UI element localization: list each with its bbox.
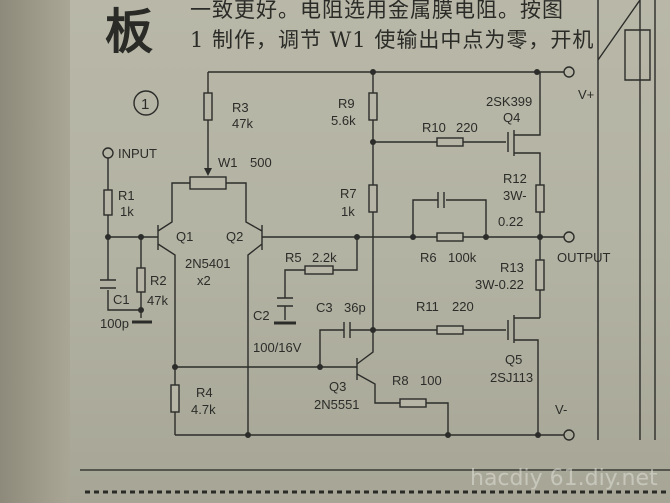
value-r6: 100k [448,250,477,265]
resistor-r5 [304,265,334,275]
resistor-r1 [103,189,113,216]
label-r12: R12 [503,171,527,186]
value-r3: 47k [232,116,253,131]
resistor-r3 [203,92,213,121]
resistor-r11 [436,325,464,335]
part-q4: 2SK399 [486,94,532,109]
value-r8: 100 [420,373,442,388]
vplus-terminal[interactable] [563,66,575,78]
label-q3: Q3 [329,379,346,394]
label-output: OUTPUT [557,250,611,265]
label-r3: R3 [232,100,249,115]
heading-char: 板 [105,4,154,60]
label-c2: C2 [253,308,270,323]
label-r11: R11 [416,299,439,314]
label-r6: R6 [420,250,437,265]
label-q1: Q1 [176,229,193,244]
value-r11: 220 [452,299,474,314]
label-r7: R7 [340,186,357,201]
resistor-bodies [100,92,545,413]
watermark: hacdiy 61.diy.net [470,466,658,491]
junction-dots [105,69,543,438]
vminus-terminal[interactable] [563,429,575,441]
value-r1: 1k [120,204,134,219]
part-q5: 2SJ113 [490,370,533,385]
value-r2: 47k [147,293,168,308]
resistor-r7 [368,184,378,213]
label-r13: R13 [500,260,524,275]
label-r1: R1 [118,188,135,203]
input-terminal[interactable] [102,147,114,159]
value-r10: 220 [456,120,478,135]
potentiometer-w1 [189,176,227,190]
body-text-line-1: 一致更好。电阻选用金属膜电阻。按图 [190,0,564,22]
label-q5: Q5 [505,352,522,367]
output-terminal[interactable] [563,231,575,243]
qty-q1-q2: x2 [197,273,211,288]
resistor-r12 [535,184,545,213]
resistor-r10 [436,137,464,147]
value-c1: 100p [100,316,129,331]
value-r4: 4.7k [191,402,216,417]
label-r5: R5 [285,250,302,265]
capacitor-c1 [100,279,116,289]
label-r2: R2 [150,273,167,288]
body-text-line-2: 1 制作，调节 W1 使输出中点为零，开机 [190,28,595,52]
speaker-drawing [597,0,656,440]
resistor-r9 [368,92,378,121]
value-r12-b: 0.22 [498,214,523,229]
label-r9: R9 [338,96,355,111]
label-w1: W1 [218,155,238,170]
label-r10: R10 [422,120,446,135]
label-vplus: V+ [578,87,594,102]
figure-number: 1 [141,96,149,113]
resistor-r8 [399,398,427,408]
label-q4: Q4 [503,110,520,125]
resistor-r4 [170,384,180,413]
label-c1: C1 [113,292,130,307]
label-r8: R8 [392,373,409,388]
label-q2: Q2 [226,229,243,244]
label-c3: C3 [316,300,333,315]
value-r7: 1k [341,204,355,219]
resistor-r6 [436,232,464,242]
value-r9: 5.6k [331,113,356,128]
resistor-r2 [136,267,146,293]
value-w1: 500 [250,155,272,170]
label-input: INPUT [118,146,157,161]
wires [107,71,564,436]
part-q1-q2: 2N5401 [185,256,231,271]
resistor-r13 [535,259,545,291]
value-r13: 3W-0.22 [475,277,524,292]
label-r4: R4 [196,385,213,400]
figure-number-circle [133,90,159,116]
part-q3: 2N5551 [314,397,360,412]
value-r5: 2.2k [312,250,337,265]
left-page-edge [0,0,72,503]
value-c2: 100/16V [253,340,302,355]
value-c3: 36p [344,300,366,315]
label-vminus: V- [555,402,567,417]
value-r12-a: 3W- [503,188,527,203]
